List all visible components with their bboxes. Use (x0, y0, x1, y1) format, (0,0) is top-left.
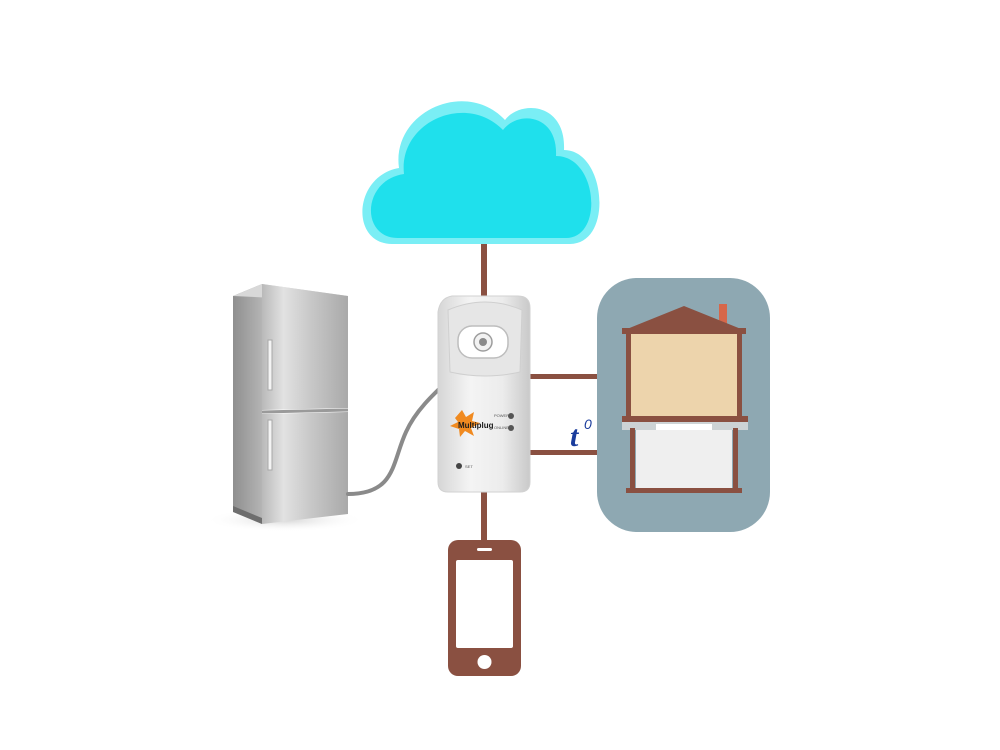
house-roof (622, 306, 746, 331)
connector-lines (481, 232, 635, 544)
cloud-to-plug-line (481, 232, 487, 296)
fridge-lower-handle (267, 419, 273, 471)
temperature-symbol: t (570, 420, 580, 453)
plug-to-house-lower-line (530, 450, 635, 455)
brand-text: Multiplug (458, 421, 494, 430)
phone-screen (456, 560, 513, 648)
plug-to-house-upper-line (530, 374, 628, 379)
house-floor-slab (622, 416, 748, 424)
power-led-label: POWER (494, 413, 509, 418)
plug-to-phone-line (481, 488, 487, 544)
chimney (719, 304, 727, 324)
brand-logo-icon: Multiplug (450, 410, 494, 437)
phone-speaker (477, 548, 492, 551)
fridge-upper-door (262, 284, 348, 410)
fridge-lower-door (262, 412, 348, 524)
online-led-label: ONLINE (494, 425, 509, 430)
power-led (508, 413, 514, 419)
smartphone-icon (448, 540, 521, 676)
temperature-label: t 0 (570, 416, 592, 453)
house-icon (597, 278, 770, 532)
phone-home-button (477, 655, 492, 669)
set-button-label: SET (465, 464, 473, 469)
basement (636, 430, 732, 488)
house-wall (630, 334, 738, 416)
smart-plug-icon: Multiplug POWER ONLINE SET (437, 295, 531, 493)
online-led (508, 425, 514, 431)
cloud-icon (362, 101, 600, 244)
fridge-side (233, 284, 262, 524)
temperature-superscript: 0 (584, 416, 592, 432)
fridge-icon (205, 284, 365, 532)
set-button (456, 463, 462, 469)
fridge-upper-handle (267, 339, 273, 391)
